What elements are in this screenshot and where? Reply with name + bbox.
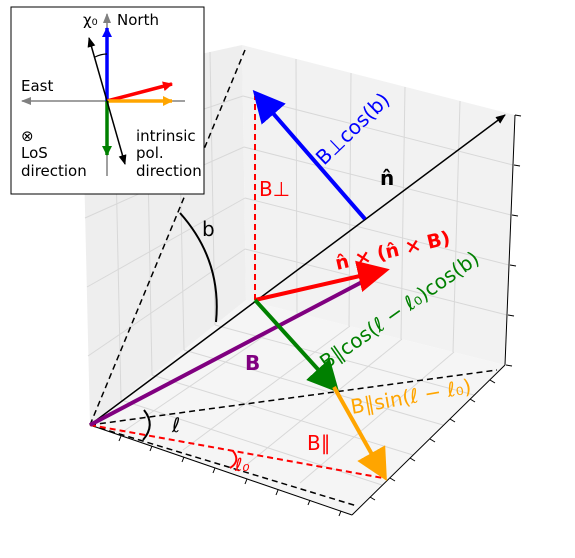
label-b-vector: B [245,351,260,375]
axis-ticks [118,114,522,517]
b-par-cos-arrow [253,298,340,393]
n-cross-arrow [254,260,390,302]
inset-chi0-arc [94,53,108,58]
b-vector-arrow [89,269,384,427]
label-angle-b: b [202,217,215,241]
inset-pol-upper-arrow [87,37,108,102]
b-perp-cos-arrow [252,89,367,221]
pane-floor [90,300,505,515]
box-edges [89,114,516,516]
dashed-floor-diagonal [89,369,498,426]
b-par-sin-arrow [332,386,387,481]
inset-intrinsic-label-1: intrinsic [136,127,196,145]
inset-compass: χ₀ North East ⊗ LoS direction intrinsic … [10,6,205,195]
dashed-lines [89,49,498,507]
inset-los-label-1: LoS [21,144,48,162]
angle-l-arc [142,409,151,441]
inset-los-symbol: ⊗ [21,127,34,145]
label-b-perp: B⊥ [259,177,290,201]
inset-intrinsic-label-3: direction [136,162,202,180]
inset-intrinsic-label-2: pol. [136,144,164,162]
label-n-hat: n̂ [380,166,394,190]
inset-los-label-2: direction [21,162,87,180]
dashed-sightline-lower [89,424,358,507]
inset-pol-lower-arrow [106,100,127,165]
line-of-sight-n-hat [89,114,506,426]
label-angle-l0: ℓ₀ [234,455,250,476]
pane-right-wall [242,45,515,365]
angle-b-arc [179,212,218,323]
inset-east-label: East [21,77,53,95]
dashed-sightline-upper [89,49,246,426]
label-b-par: B∥ [307,431,331,455]
angle-l0-arc [229,450,238,469]
inset-red-arrow [106,81,173,103]
label-angle-l: ℓ [171,413,180,437]
inset-north-label: North [117,11,159,29]
inset-chi0-label: χ₀ [83,11,98,29]
